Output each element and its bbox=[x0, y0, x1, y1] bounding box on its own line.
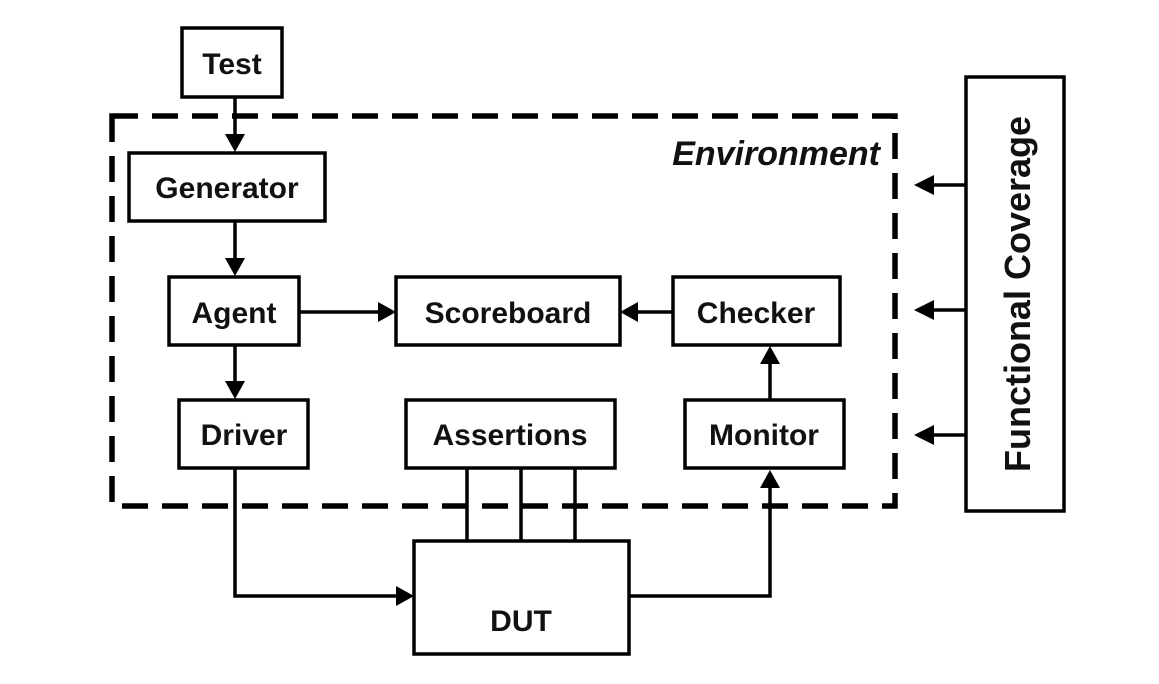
connections bbox=[225, 97, 966, 606]
arrowhead-dut-monitor bbox=[760, 470, 780, 488]
test-node: Test bbox=[180, 26, 284, 99]
functional-coverage-label: Functional Coverage bbox=[997, 116, 1038, 472]
arrowhead-generator-agent bbox=[225, 258, 245, 276]
arrowhead-monitor-checker bbox=[760, 346, 780, 364]
driver-node: Driver bbox=[177, 398, 310, 470]
scoreboard-node: Scoreboard bbox=[394, 275, 622, 347]
environment-label: Environment bbox=[672, 135, 881, 173]
scoreboard-label: Scoreboard bbox=[425, 297, 592, 330]
checker-label: Checker bbox=[697, 297, 816, 330]
generator-node: Generator bbox=[127, 151, 327, 223]
dut-label: DUT bbox=[490, 605, 552, 638]
generator-label: Generator bbox=[155, 172, 299, 205]
test-label: Test bbox=[202, 48, 261, 81]
monitor-node: Monitor bbox=[683, 398, 846, 470]
assertions-node: Assertions bbox=[404, 398, 617, 470]
checker-node: Checker bbox=[671, 275, 842, 347]
agent-label: Agent bbox=[192, 297, 277, 330]
arrowhead-coverage-env-1 bbox=[914, 175, 934, 195]
agent-node: Agent bbox=[167, 275, 301, 347]
environment-boundary bbox=[109, 113, 898, 509]
driver-label: Driver bbox=[201, 419, 288, 452]
edge-driver-dut bbox=[233, 468, 398, 598]
arrowhead-agent-driver bbox=[225, 381, 245, 399]
monitor-label: Monitor bbox=[709, 419, 819, 452]
arrowhead-test-generator bbox=[225, 134, 245, 152]
dut-node: DUT bbox=[412, 539, 631, 656]
edge-dut-monitor bbox=[629, 486, 772, 598]
arrowhead-coverage-env-3 bbox=[914, 425, 934, 445]
arrowhead-coverage-env-2 bbox=[914, 300, 934, 320]
functional-coverage-node: Functional Coverage bbox=[964, 75, 1066, 513]
assertions-label: Assertions bbox=[432, 419, 587, 452]
arrowhead-driver-dut bbox=[396, 586, 414, 606]
arrowhead-checker-scoreboard bbox=[620, 302, 638, 322]
arrowhead-agent-scoreboard bbox=[378, 302, 396, 322]
